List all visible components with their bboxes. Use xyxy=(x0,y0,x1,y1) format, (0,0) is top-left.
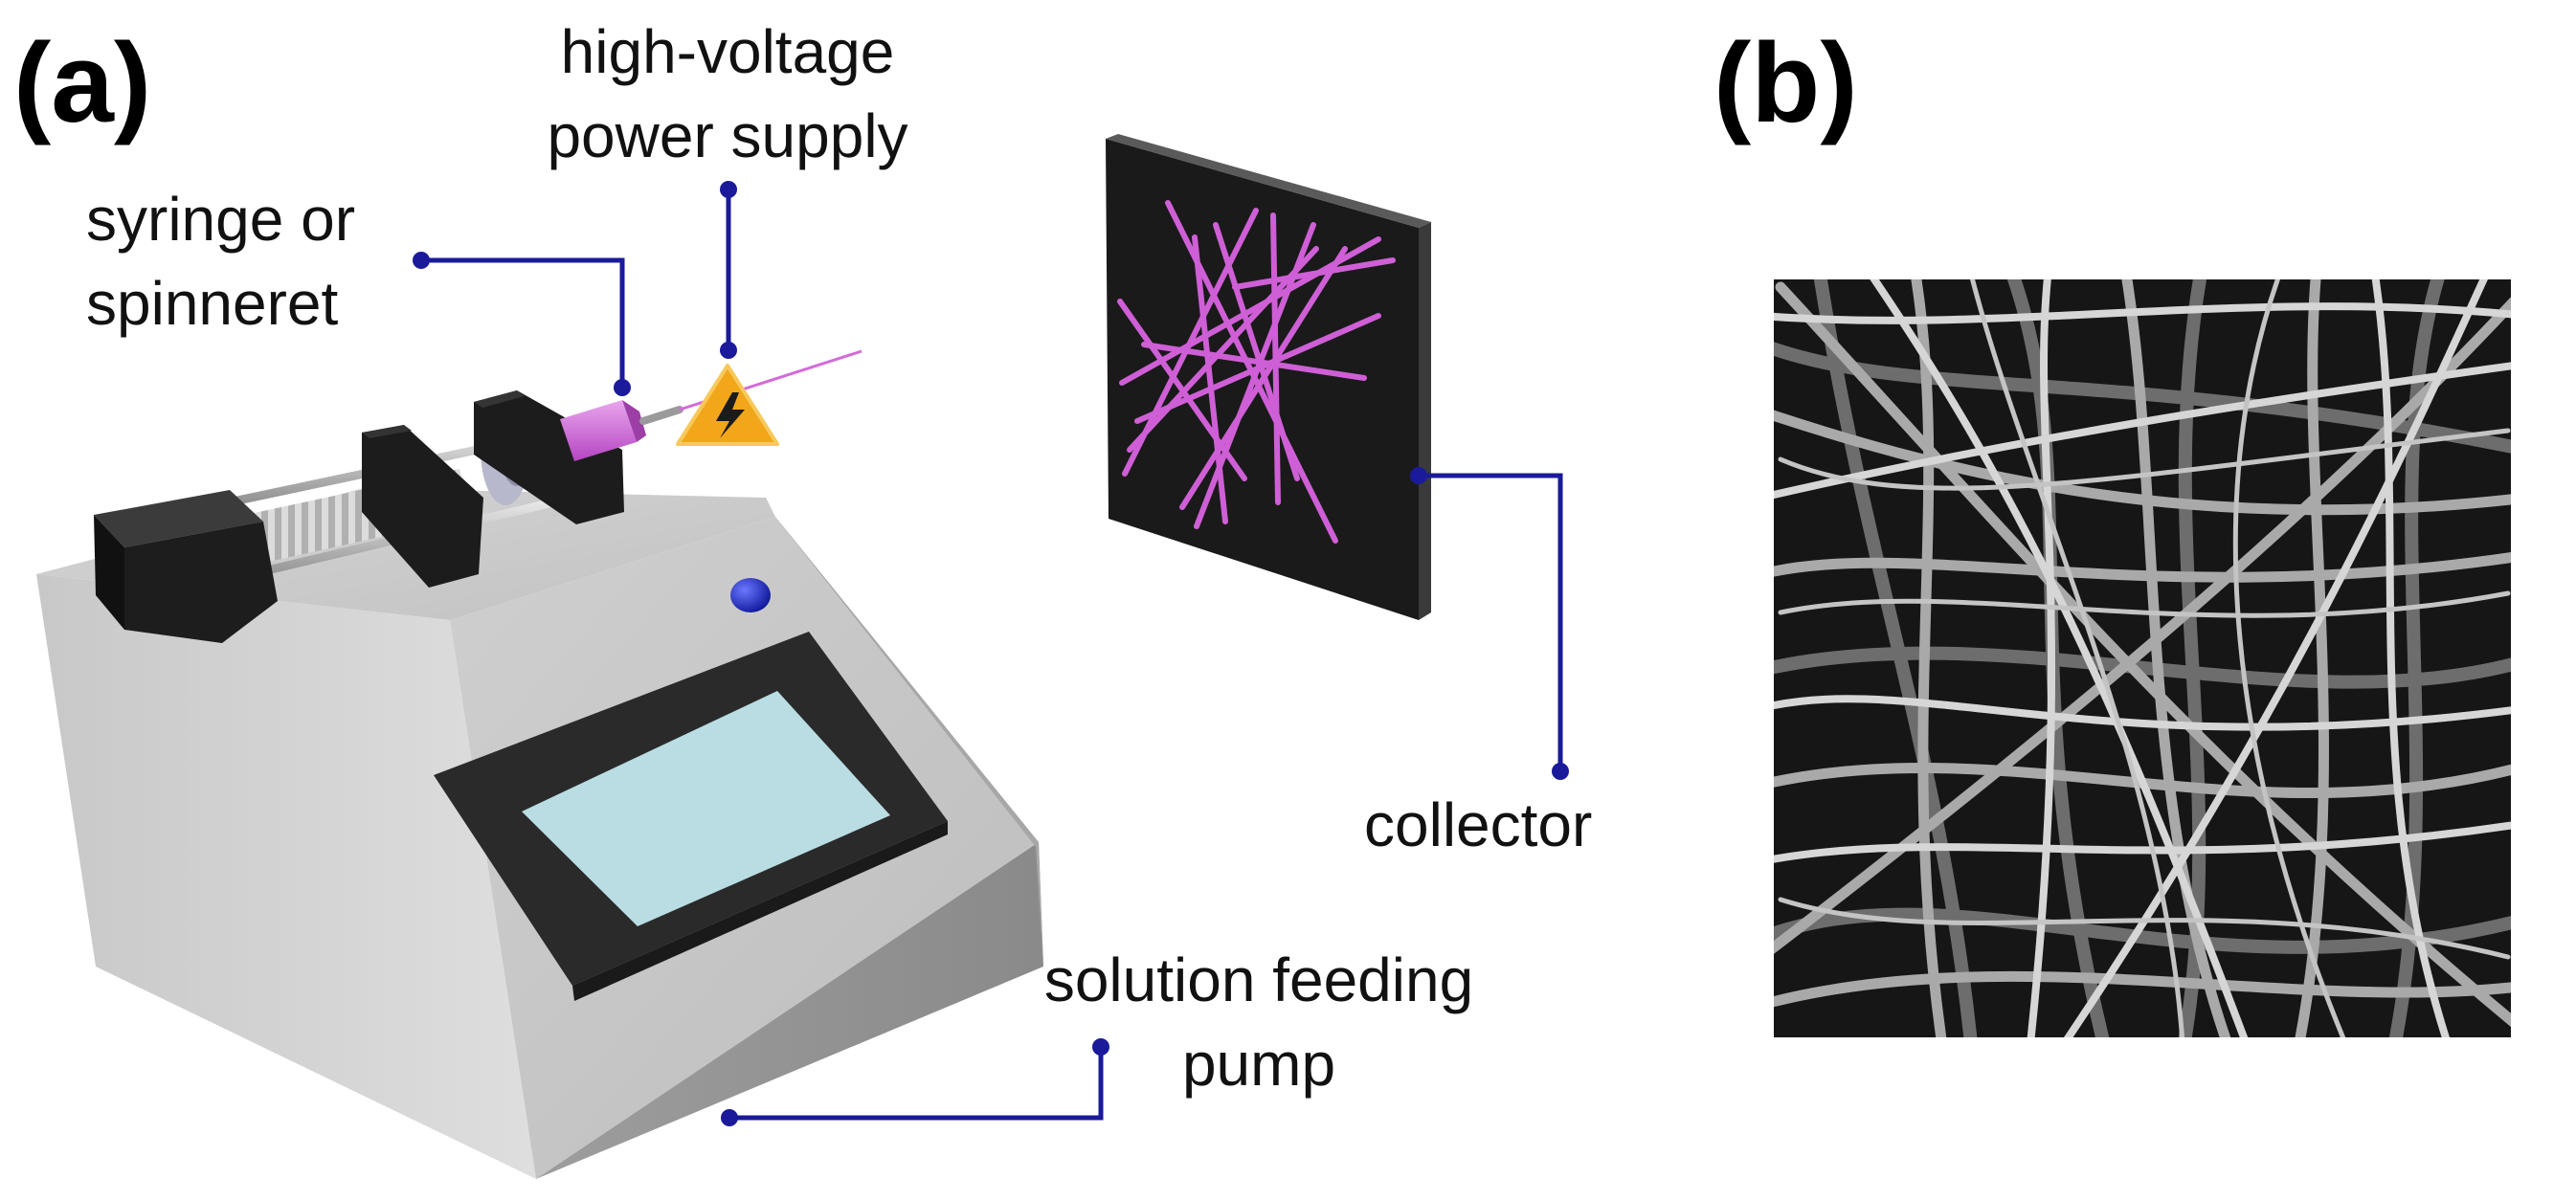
leader-lines xyxy=(421,189,1563,1121)
syringe-label-line2: spinneret xyxy=(86,269,339,339)
collected-fibers xyxy=(1117,200,1396,544)
collector-label: collector xyxy=(1364,790,1593,859)
syringe-label: syringe or spinneret xyxy=(86,177,355,346)
power-supply-label-line1: high-voltage xyxy=(560,17,895,86)
high-voltage-warning-icon xyxy=(676,364,779,446)
collector-plate xyxy=(1106,134,1431,620)
power-supply-label: high-voltage power supply xyxy=(498,10,957,179)
panel-b-label: (b) xyxy=(1714,20,1858,146)
pump-label-line2: pump xyxy=(1181,1030,1336,1100)
sem-micrograph xyxy=(1774,279,2511,1037)
knob-icon xyxy=(730,578,771,612)
syringe-leader-line xyxy=(421,257,625,388)
power-supply-label-line2: power supply xyxy=(547,101,908,171)
solution-feeding-pump xyxy=(36,349,1043,1179)
syringe-holder xyxy=(94,390,624,643)
panel-a-label: (a) xyxy=(13,20,152,146)
pump-leader-line xyxy=(729,1047,1104,1121)
syringe-label-line1: syringe or xyxy=(86,185,355,254)
pump-display xyxy=(434,632,948,1001)
collector-leader-line xyxy=(1419,473,1563,771)
leader-dots xyxy=(413,181,1569,1126)
pump-label: solution feeding pump xyxy=(996,938,1522,1107)
pump-label-line1: solution feeding xyxy=(1043,945,1474,1014)
